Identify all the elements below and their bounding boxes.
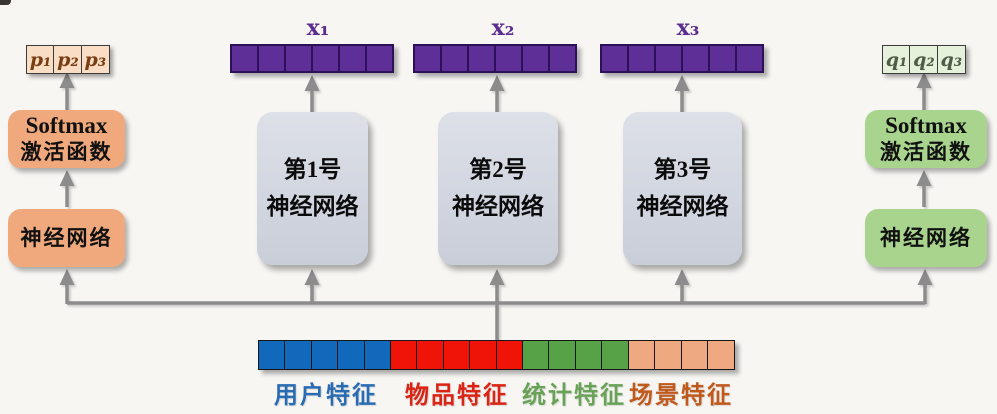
softmax-label: Softmax bbox=[885, 112, 967, 138]
left-softmax-box: Softmax 激活函数 bbox=[8, 110, 125, 168]
feature-label-user: 用户特征 bbox=[274, 383, 378, 409]
expert-2-line2: 神经网络 bbox=[452, 193, 544, 219]
p-cell: p₃ bbox=[80, 45, 110, 74]
vector-cell bbox=[521, 44, 550, 73]
activation-label: 激活函数 bbox=[880, 140, 972, 165]
input-cell bbox=[495, 340, 524, 370]
input-cell bbox=[706, 340, 736, 370]
expert-1-line2: 神经网络 bbox=[266, 193, 359, 219]
expert-box-1: 第1号 神经网络 bbox=[257, 112, 368, 265]
softmax-label: Softmax bbox=[25, 112, 108, 138]
expert-2-line1: 第2号 bbox=[469, 156, 527, 182]
vector-cell bbox=[681, 44, 710, 73]
vector-cell bbox=[600, 44, 629, 73]
input-cell bbox=[416, 340, 445, 370]
vector-cell bbox=[284, 44, 313, 73]
input-cell bbox=[548, 340, 577, 370]
expert-box-2: 第2号 神经网络 bbox=[438, 112, 558, 265]
feature-label-stat: 统计特征 bbox=[522, 383, 626, 409]
x1-label: x₁ bbox=[306, 15, 330, 41]
input-cell bbox=[258, 340, 287, 370]
x3-vector-bar bbox=[600, 44, 764, 73]
x2-vector-bar bbox=[413, 44, 577, 73]
vector-cell bbox=[548, 44, 577, 73]
vector-cell bbox=[708, 44, 737, 73]
corner-artifact bbox=[0, 0, 11, 5]
feature-label-item: 物品特征 bbox=[405, 383, 509, 409]
input-cell bbox=[522, 340, 551, 370]
input-cell bbox=[680, 340, 709, 370]
right-softmax-box: Softmax 激活函数 bbox=[865, 110, 987, 168]
vector-cell bbox=[413, 44, 442, 73]
activation-label: 激活函数 bbox=[20, 140, 113, 165]
input-cell bbox=[469, 340, 498, 370]
p-output-cells: p₁ p₂ p₃ bbox=[26, 45, 110, 74]
nn-label: 神经网络 bbox=[880, 225, 972, 250]
q-cell: q₂ bbox=[909, 45, 939, 74]
input-cell bbox=[390, 340, 419, 370]
expert-1-line1: 第1号 bbox=[283, 156, 342, 182]
expert-3-line2: 神经网络 bbox=[636, 193, 729, 219]
input-cell bbox=[601, 340, 630, 370]
feature-label-scene: 场景特征 bbox=[629, 383, 733, 409]
x3-label: x₃ bbox=[676, 15, 700, 41]
vector-cell bbox=[627, 44, 656, 73]
vector-cell bbox=[257, 44, 286, 73]
vector-cell bbox=[735, 44, 764, 73]
input-cell bbox=[337, 340, 366, 370]
q-cell: q₃ bbox=[936, 45, 966, 74]
left-nn-box: 神经网络 bbox=[8, 209, 125, 267]
p-cell: p₂ bbox=[53, 45, 83, 74]
input-cell bbox=[654, 340, 683, 370]
expert-box-3: 第3号 神经网络 bbox=[623, 112, 742, 265]
vector-cell bbox=[494, 44, 523, 73]
input-feature-vector-bar bbox=[258, 340, 736, 370]
vector-cell bbox=[467, 44, 496, 73]
nn-label: 神经网络 bbox=[20, 225, 113, 250]
x2-label: x₂ bbox=[491, 15, 515, 41]
x1-vector-bar bbox=[230, 44, 394, 73]
vector-cell bbox=[311, 44, 340, 73]
expert-3-line1: 第3号 bbox=[653, 156, 712, 182]
q-cell: q₁ bbox=[882, 45, 911, 74]
right-nn-box: 神经网络 bbox=[865, 209, 987, 267]
p-cell: p₁ bbox=[26, 45, 55, 74]
input-cell bbox=[363, 340, 392, 370]
input-cell bbox=[627, 340, 656, 370]
vector-cell bbox=[230, 44, 259, 73]
input-cell bbox=[442, 340, 472, 370]
vector-cell bbox=[365, 44, 394, 73]
vector-cell bbox=[440, 44, 469, 73]
q-output-cells: q₁ q₂ q₃ bbox=[882, 45, 966, 74]
vector-cell bbox=[338, 44, 367, 73]
vector-cell bbox=[654, 44, 683, 73]
input-cell bbox=[284, 340, 313, 370]
input-cell bbox=[574, 340, 604, 370]
input-cell bbox=[310, 340, 340, 370]
